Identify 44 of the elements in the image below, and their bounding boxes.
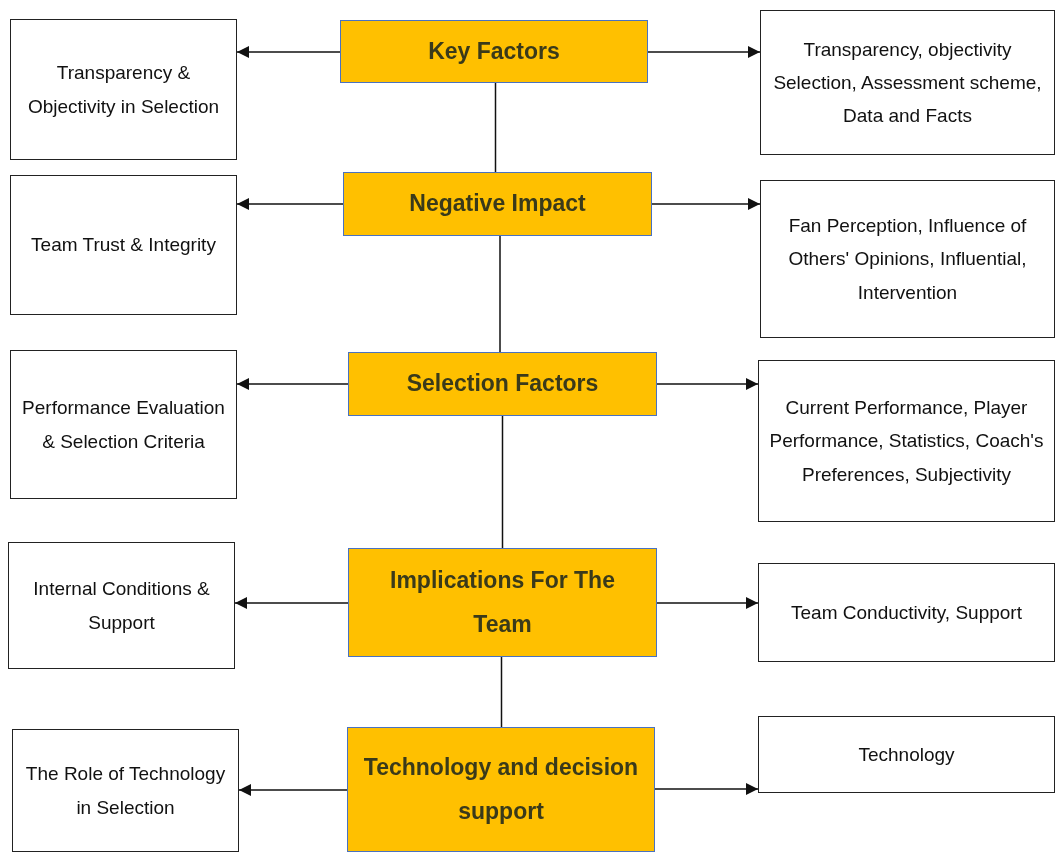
box-text: Performance Evaluation & Selection Criteria	[21, 396, 226, 454]
detail-box	[10, 175, 237, 315]
box-text: Internal Conditions & Support	[32, 577, 211, 635]
category-box	[347, 727, 655, 852]
box-text: Transparency, objectivity Selection, Assessment scheme, Data and Facts	[772, 37, 1043, 129]
detail-box	[758, 563, 1055, 662]
category-box	[340, 20, 648, 83]
category-box	[348, 548, 657, 657]
arrow	[651, 198, 761, 210]
detail-box	[10, 19, 237, 160]
box-text: The Role of Technology in Selection	[24, 762, 227, 820]
arrow	[654, 783, 759, 795]
box-text: Implications For The Team	[389, 565, 616, 639]
detail-box	[8, 542, 235, 669]
arrow	[238, 784, 348, 796]
arrow	[656, 597, 759, 609]
arrow	[234, 597, 349, 609]
box-text: Team Conductivity, Support	[791, 600, 1022, 625]
arrow	[236, 198, 344, 210]
box-text: Team Trust & Integrity	[31, 233, 216, 258]
box-text: Transparency & Objectivity in Selection	[26, 61, 221, 119]
box-text: Selection Factors	[406, 369, 599, 399]
box-text: Key Factors	[428, 36, 560, 66]
connector-line	[500, 656, 503, 728]
arrow	[656, 378, 759, 390]
box-text: Current Performance, Player Performance, Statistics, Coach's Preferences, Subjectivity	[769, 396, 1044, 487]
detail-box	[760, 180, 1055, 338]
detail-box	[10, 350, 237, 499]
connector-line	[501, 415, 504, 549]
connector-line	[499, 235, 501, 353]
box-text: Fan Perception, Influence of Others' Opinions, Influential, Intervention	[787, 214, 1028, 305]
arrow	[236, 46, 341, 58]
box-text: Negative Impact	[409, 189, 586, 219]
arrow	[647, 46, 761, 58]
category-box	[348, 352, 657, 416]
connector-line	[494, 82, 497, 173]
detail-box	[758, 360, 1055, 522]
category-box	[343, 172, 652, 236]
box-text: Technology and decision support	[362, 752, 640, 826]
detail-box	[758, 716, 1055, 793]
detail-box	[12, 729, 239, 852]
box-text: Technology	[858, 742, 955, 767]
arrow	[236, 378, 349, 390]
detail-box	[760, 10, 1055, 155]
